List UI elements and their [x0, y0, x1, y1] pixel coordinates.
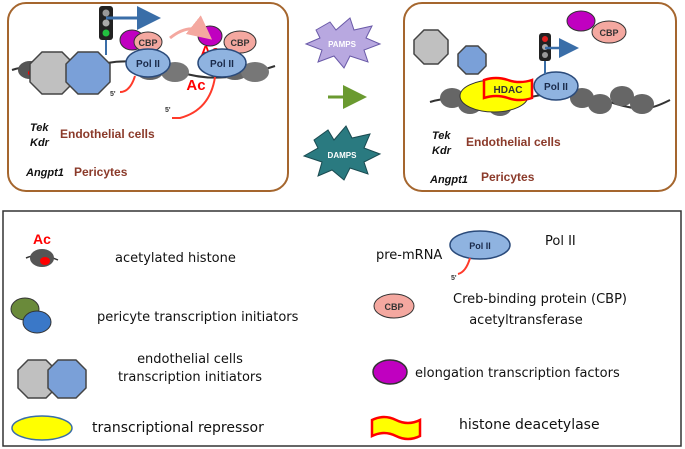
- gene-kdr: Kdr: [432, 145, 452, 157]
- gene-kdr: Kdr: [30, 137, 50, 149]
- svg-text:pre-mRNA: pre-mRNA: [376, 248, 442, 263]
- endothelial-initiator-gray: [413, 29, 449, 65]
- legend-box: Ac acetylated histone pericyte transcrip…: [2, 210, 682, 447]
- pre-mrna-strand: [172, 76, 216, 119]
- legend-acetylated-histone: Ac acetylated histone: [25, 231, 236, 267]
- svg-text:endothelial cells: endothelial cells: [137, 352, 243, 367]
- pre-mrna-strand: [119, 75, 136, 93]
- gene-tek: Tek: [432, 130, 451, 142]
- legend-cbp: CBP Creb-binding protein (CBP) acetyltra…: [373, 292, 627, 328]
- gene-angpt1: Angpt1: [25, 167, 64, 179]
- pamps-signal: PAMPS: [304, 17, 382, 69]
- endothelial-initiator-blue: [457, 45, 487, 75]
- cell-pericytes-label: Pericytes: [74, 165, 128, 179]
- cell-endothelial-label: Endothelial cells: [466, 135, 561, 149]
- five-prime-label: 5': [110, 91, 116, 98]
- elongation-factor: [566, 10, 596, 32]
- right-panel: HDAC Pol II CBP Tek Kdr Endothelial cell…: [403, 2, 677, 192]
- cell-pericytes-label: Pericytes: [481, 170, 535, 184]
- five-prime-label: 5': [165, 107, 171, 114]
- svg-text:Pol II: Pol II: [469, 241, 491, 251]
- endothelial-initiator-blue: [65, 51, 111, 95]
- endothelial-initiator-gray: [29, 51, 75, 95]
- svg-text:pericyte transcription initia: pericyte transcription initiators: [97, 310, 299, 325]
- svg-text:5': 5': [451, 275, 457, 282]
- legend-pericyte-initiators: pericyte transcription initiators: [10, 297, 299, 334]
- hdac-box: HDAC: [482, 76, 534, 102]
- cbp-badge: CBP: [591, 20, 627, 44]
- svg-text:Pol II: Pol II: [545, 234, 576, 249]
- legend-histone-deacetylase: histone deacetylase: [370, 415, 600, 441]
- pol-ii-bubble: Pol II: [533, 71, 579, 101]
- svg-text:CBP: CBP: [599, 28, 618, 38]
- svg-text:Pol II: Pol II: [544, 82, 568, 93]
- svg-text:transcription initiators: transcription initiators: [118, 370, 262, 385]
- svg-text:acetylated histone: acetylated histone: [115, 251, 236, 266]
- gene-tek: Tek: [30, 122, 49, 134]
- damps-signal: DAMPS: [302, 125, 382, 181]
- gene-angpt1: Angpt1: [429, 174, 468, 186]
- svg-text:DAMPS: DAMPS: [328, 151, 358, 160]
- svg-text:histone deacetylase: histone deacetylase: [459, 417, 600, 433]
- svg-text:Creb-binding protein (CBP): Creb-binding protein (CBP): [453, 292, 627, 307]
- svg-text:Ac: Ac: [33, 231, 51, 247]
- left-panel: CBP CBP Ac Ac Pol II Pol II 5' 5' Tek Kd…: [7, 2, 289, 192]
- pol-ii-bubble: Pol II: [125, 48, 171, 78]
- acetylation-arrow: [169, 15, 213, 40]
- cbp-label: CBP: [230, 38, 249, 48]
- svg-text:PAMPS: PAMPS: [328, 40, 357, 49]
- svg-text:acetyltransferase: acetyltransferase: [469, 313, 583, 328]
- cbp-label: CBP: [138, 38, 157, 48]
- svg-text:transcriptional repressor: transcriptional repressor: [92, 420, 264, 436]
- legend-endothelial-initiators: endothelial cells transcription initiato…: [17, 352, 262, 399]
- cell-endothelial-label: Endothelial cells: [60, 127, 155, 141]
- svg-text:Pol II: Pol II: [136, 59, 160, 70]
- svg-text:Pol II: Pol II: [210, 59, 234, 70]
- legend-pol-ii: pre-mRNA Pol II 5' Pol II: [376, 230, 576, 282]
- svg-text:elongation transcription fact: elongation transcription factors: [415, 366, 620, 381]
- traffic-light-go-icon: [99, 6, 113, 55]
- svg-text:CBP: CBP: [384, 302, 403, 312]
- legend-elongation-factors: elongation transcription factors: [372, 359, 620, 385]
- legend-transcriptional-repressor: transcriptional repressor: [11, 415, 264, 441]
- ac-label: Ac: [186, 77, 205, 94]
- svg-text:HDAC: HDAC: [494, 85, 523, 96]
- pol-ii-bubble: Pol II: [197, 48, 247, 78]
